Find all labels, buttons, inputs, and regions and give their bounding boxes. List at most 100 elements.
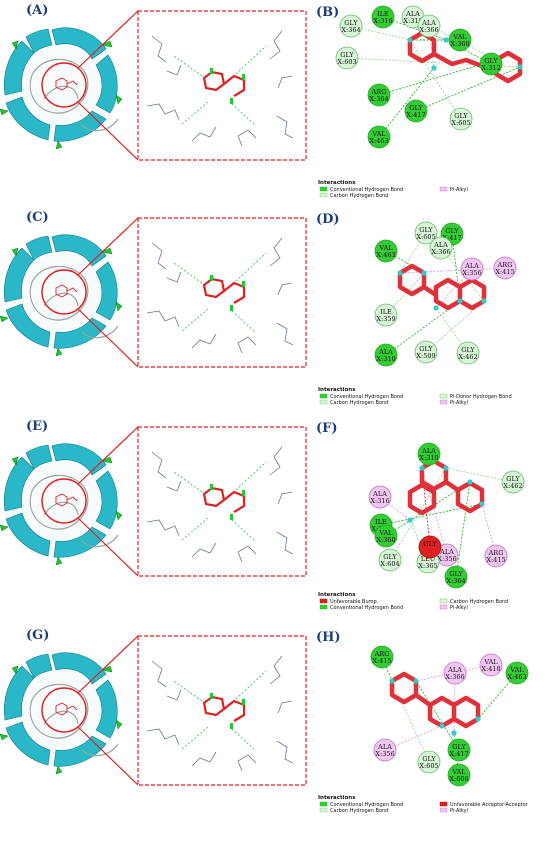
- residue-name: LEU: [421, 555, 436, 563]
- zoom-connector-bottom: [77, 101, 139, 161]
- residue-name: GLY: [419, 226, 433, 234]
- zoom-connector-bottom: [77, 726, 139, 786]
- hydroxyl-atom: [433, 305, 439, 311]
- residue-id: X:463: [507, 673, 526, 681]
- hydroxyl-atom: [443, 37, 449, 43]
- residue-name: VAL: [452, 33, 467, 41]
- legend-label: Unfavorable Acceptor-Acceptor: [450, 802, 529, 808]
- hydroxyl-atom: [397, 270, 403, 276]
- legend-item: Conventional Hydrogen Bond: [319, 393, 403, 400]
- residue-id: X:359: [376, 315, 395, 323]
- residue-id: X:360: [376, 536, 395, 544]
- residue-id: X:509: [416, 352, 435, 360]
- residue-id: X:418: [481, 665, 500, 673]
- legend-label: Conventional Hydrogen Bond: [330, 605, 403, 611]
- zoom-connector-top: [77, 635, 139, 694]
- legend-item: Pi-Donor Hydrogen Bond: [439, 393, 512, 400]
- legend-label: Carbon Hydrogen Bond: [330, 808, 388, 814]
- ligand-structure: [407, 458, 485, 516]
- interaction-line: [379, 496, 411, 521]
- residue-id: X:316: [373, 17, 392, 25]
- interaction-line: [409, 39, 462, 120]
- panel-label-right: (H): [316, 630, 341, 645]
- residue-id: X:462: [458, 353, 477, 361]
- ligand-structure: [389, 671, 481, 729]
- interaction-line: [389, 467, 447, 561]
- residue-id: X:356: [437, 555, 456, 563]
- hydroxyl-atom: [481, 298, 487, 304]
- legend-item: Carbon Hydrogen Bond: [319, 807, 388, 814]
- residue-id: X:312: [481, 64, 500, 72]
- residue-name: VAL: [378, 529, 393, 537]
- legend-label: Pi-Alkyl: [450, 187, 468, 193]
- residue-name: GLY: [344, 19, 358, 27]
- residue-id: X:603: [337, 58, 356, 66]
- interaction-line: [391, 680, 430, 763]
- protein-ribbon: [0, 26, 123, 150]
- interaction-line: [385, 272, 425, 316]
- interaction-line: [378, 67, 435, 138]
- zoom-connector-bottom: [77, 308, 139, 368]
- residue-id: X:462: [503, 482, 522, 490]
- legend-item: Pi-Alkyl: [439, 399, 468, 406]
- legend-label: Unfavorable Bump: [330, 599, 377, 605]
- legend-item: Pi-Alkyl: [439, 186, 468, 193]
- residue-name: GLY: [422, 755, 436, 763]
- zoom-connector-top: [77, 217, 139, 276]
- zoom-circle: [41, 687, 87, 733]
- residue-name: ARG: [371, 88, 387, 96]
- hydroxyl-atom: [407, 517, 413, 523]
- legend-label: Pi-Alkyl: [450, 808, 468, 814]
- interaction-line: [477, 672, 518, 720]
- zoom-connector-top: [77, 426, 139, 485]
- ligand-structure: [397, 263, 487, 311]
- legend-title: Interactions: [318, 387, 356, 393]
- residue-name: VAL: [509, 666, 524, 674]
- legend-item: Unfavorable Acceptor-Acceptor: [439, 801, 529, 808]
- panel-label-right: (F): [316, 421, 338, 436]
- residue-id: X:356: [375, 750, 394, 758]
- residue-name: ILE: [380, 308, 392, 316]
- interaction-line: [415, 664, 492, 682]
- residue-name: ARG: [374, 650, 390, 658]
- residue-name: VAL: [451, 768, 466, 776]
- protein-ribbon: [0, 233, 123, 357]
- residue-id: X:310: [403, 17, 422, 25]
- legend-label: Carbon Hydrogen Bond: [330, 193, 388, 199]
- residue-id: X:605: [419, 762, 438, 770]
- residue-name: ALA: [421, 447, 436, 455]
- interaction-diagram-2d: ALAX:310GLYX:462ALAX:316ILEX:359VALX:360…: [368, 442, 525, 589]
- hydroxyl-atom: [431, 65, 437, 71]
- zoom-connector-bottom: [77, 517, 139, 577]
- interaction-line: [425, 300, 485, 353]
- legend-item: Pi-Alkyl: [439, 807, 468, 814]
- interaction-line: [421, 467, 431, 548]
- residue-id: X:417: [449, 750, 468, 758]
- residue-name: ARG: [488, 549, 504, 557]
- interaction-line: [385, 300, 461, 356]
- residue-name: VAL: [483, 658, 498, 666]
- residue-id: X:360: [450, 40, 469, 48]
- legend-item: Conventional Hydrogen Bond: [319, 801, 403, 808]
- interaction-diagram-2d: GLYX:364ILEX:316ALAX:310GLYX:603ALAX:366…: [335, 5, 523, 149]
- legend-label: Carbon Hydrogen Bond: [330, 400, 388, 406]
- legend-title: Interactions: [318, 180, 356, 186]
- hydroxyl-atom: [451, 730, 457, 736]
